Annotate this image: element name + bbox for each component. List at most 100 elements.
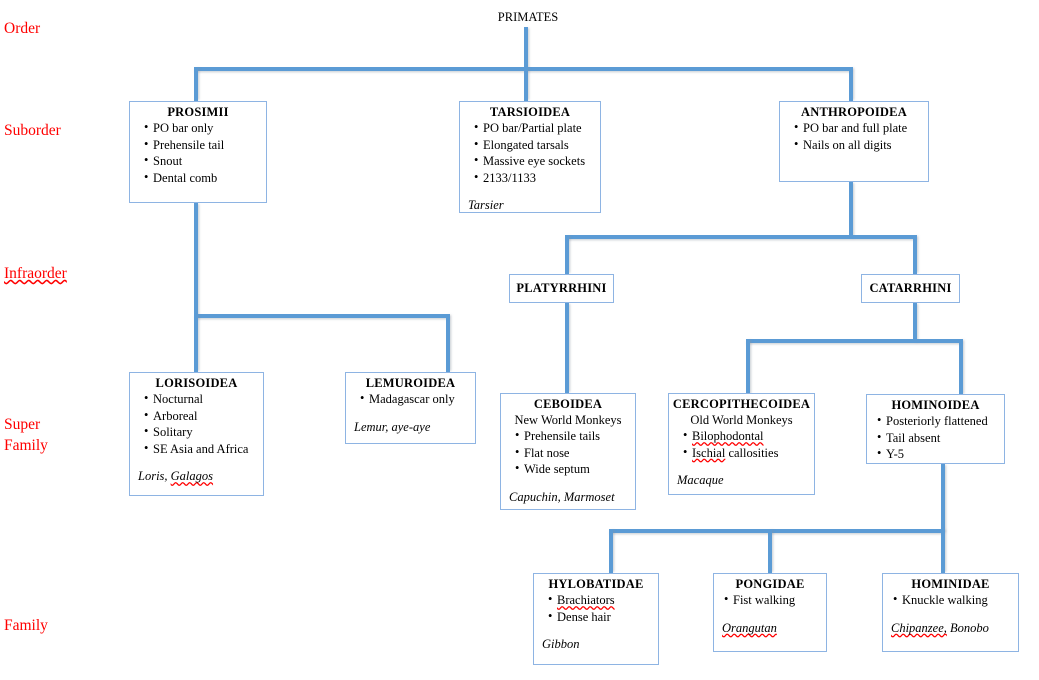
node-subtitle: New World Monkeys [514, 413, 622, 427]
trait-item: Snout [144, 152, 266, 170]
trait-item: Ischial callosities [683, 444, 814, 462]
connector-to-tarsioidea [524, 67, 528, 101]
trait-item: Wide septum [515, 460, 635, 478]
trait-item: Nails on all digits [794, 136, 928, 154]
trait-item: Nocturnal [144, 390, 263, 408]
trait-list: PO bar/Partial plate Elongated tarsals M… [460, 119, 600, 186]
trait-item: Tail absent [877, 429, 1004, 447]
node-cercopithecoidea[interactable]: CERCOPITHECOIDEA Old World Monkeys Bilop… [668, 393, 815, 495]
trait-item: SE Asia and Africa [144, 440, 263, 458]
connector-prosimii-stem [194, 203, 198, 318]
node-platyrrhini[interactable]: PLATYRRHINI [509, 274, 614, 303]
connector-to-hominoidea [959, 339, 963, 395]
example-part: Loris, [138, 469, 171, 483]
example-part-misspelled: Galagos [170, 469, 214, 483]
node-pongidae[interactable]: PONGIDAE Fist walking Orangutan [713, 573, 827, 652]
trait-item: Fist walking [724, 591, 826, 609]
node-title: ANTHROPOIDEA [801, 105, 907, 119]
connector-to-hylobatidae [609, 529, 613, 573]
trait-item: Bilophodontal [683, 427, 814, 445]
connector-anthropoidea-stem [849, 182, 853, 239]
node-subtitle: Old World Monkeys [690, 413, 793, 427]
connector-primates-stem [524, 27, 528, 71]
node-title: PROSIMII [167, 105, 229, 119]
trait-item: Knuckle walking [893, 591, 1018, 609]
example-text: Capuchin, Marmoset [509, 489, 615, 504]
trait-list: Nocturnal Arboreal Solitary SE Asia and … [130, 390, 263, 458]
connector-catarrhini-stem [913, 303, 917, 343]
example-part-misspelled: Chipanzee, [891, 620, 947, 635]
trait-item: Posteriorly flattened [877, 412, 1004, 430]
connector-anthropoidea-bar [565, 235, 917, 239]
trait-part-misspelled: Ischial [692, 445, 726, 460]
connector-to-hominidae [941, 529, 945, 573]
trait-item: Y-5 [877, 445, 1004, 463]
rank-label-family: Family [4, 617, 48, 634]
node-title: LORISOIDEA [155, 376, 238, 390]
trait-item: Dental comb [144, 169, 266, 187]
connector-platyrrhini-stem [565, 303, 569, 393]
connector-to-lorisoidea [194, 314, 198, 372]
node-ceboidea[interactable]: CEBOIDEA New World Monkeys Prehensile ta… [500, 393, 636, 510]
connector-prosimii-bar [194, 314, 450, 318]
connector-to-pongidae [768, 529, 772, 573]
trait-item: Prehensile tails [515, 427, 635, 445]
trait-item: PO bar only [144, 119, 266, 137]
trait-list: Madagascar only [346, 390, 475, 408]
trait-list: Knuckle walking [883, 591, 1018, 609]
example-text: Lemur, aye-aye [354, 419, 431, 434]
example-part: Bonobo [946, 620, 989, 635]
node-title: CERCOPITHECOIDEA [672, 397, 811, 411]
node-hominoidea[interactable]: HOMINOIDEA Posteriorly flattened Tail ab… [866, 394, 1005, 464]
node-lemuroidea[interactable]: LEMUROIDEA Madagascar only Lemur, aye-ay… [345, 372, 476, 444]
example-text: Loris, Galagos [130, 468, 263, 484]
trait-item: Madagascar only [360, 390, 475, 408]
connector-to-lemuroidea [446, 314, 450, 372]
connector-to-anthropoidea [849, 67, 853, 101]
node-title: PLATYRRHINI [516, 281, 607, 295]
trait-item: Arboreal [144, 407, 263, 425]
trait-list: Prehensile tails Flat nose Wide septum [501, 427, 635, 478]
trait-list: PO bar only Prehensile tail Snout Dental… [130, 119, 266, 187]
node-hominidae[interactable]: HOMINIDAE Knuckle walking Chipanzee, Bon… [882, 573, 1019, 652]
rank-label-superfamily: Super Family [4, 416, 48, 454]
connector-order-bar [194, 67, 853, 71]
trait-list: Brachiators Dense hair [534, 591, 658, 625]
example-text: Macaque [677, 473, 724, 487]
connector-to-cercopithecoidea [746, 339, 750, 395]
node-title: PONGIDAE [735, 577, 805, 591]
node-lorisoidea[interactable]: LORISOIDEA Nocturnal Arboreal Solitary S… [129, 372, 264, 496]
connector-to-catarrhini [913, 235, 917, 274]
example-text: Orangutan [714, 620, 826, 636]
connector-to-prosimii [194, 67, 198, 101]
trait-item: Flat nose [515, 444, 635, 462]
example-text: Gibbon [542, 637, 580, 651]
node-prosimii[interactable]: PROSIMII PO bar only Prehensile tail Sno… [129, 101, 267, 203]
node-catarrhini[interactable]: CATARRHINI [861, 274, 960, 303]
node-tarsioidea[interactable]: TARSIOIDEA PO bar/Partial plate Elongate… [459, 101, 601, 213]
node-title: HOMINIDAE [911, 577, 990, 591]
node-title: CEBOIDEA [533, 397, 603, 411]
node-title: LEMUROIDEA [365, 376, 456, 390]
connector-hominoidea-stem [941, 464, 945, 533]
rank-label-suborder: Suborder [4, 122, 61, 139]
trait-list: Fist walking [714, 591, 826, 609]
node-anthropoidea[interactable]: ANTHROPOIDEA PO bar and full plate Nails… [779, 101, 929, 182]
trait-list: Posteriorly flattened Tail absent Y-5 [867, 412, 1004, 463]
trait-list: PO bar and full plate Nails on all digit… [780, 119, 928, 154]
rank-label-infraorder: Infraorder [4, 265, 67, 282]
node-hylobatidae[interactable]: HYLOBATIDAE Brachiators Dense hair Gibbo… [533, 573, 659, 665]
trait-item: Brachiators [548, 591, 658, 609]
trait-item: Prehensile tail [144, 136, 266, 154]
trait-item: Massive eye sockets [474, 152, 600, 170]
trait-item: Solitary [144, 423, 263, 441]
trait-item: Elongated tarsals [474, 136, 600, 154]
trait-item: PO bar and full plate [794, 119, 928, 137]
rank-label-order: Order [4, 20, 41, 37]
trait-item: PO bar/Partial plate [474, 119, 600, 137]
connector-family-bar [609, 529, 945, 533]
example-part-misspelled: Orangutan [722, 620, 777, 635]
connector-catarrhini-bar [746, 339, 963, 343]
connector-to-platyrrhini [565, 235, 569, 274]
